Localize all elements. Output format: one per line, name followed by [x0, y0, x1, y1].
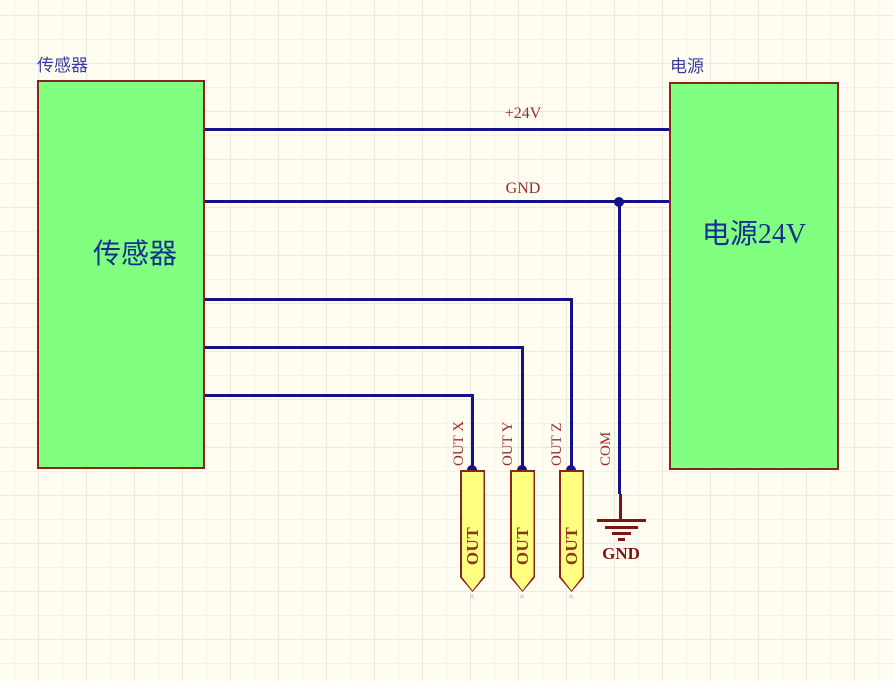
power-block-label: 电源24V: [701, 219, 807, 250]
wire-out-y-vertical[interactable]: [521, 346, 524, 470]
sensor-block-label: 传感器: [92, 239, 177, 270]
wire-out-x-horizontal[interactable]: [205, 394, 474, 397]
ground-bar-1: [597, 519, 646, 522]
wire-out-z-vertical[interactable]: [570, 298, 573, 470]
ground-stem: [619, 494, 622, 520]
port-out-y[interactable]: OUT: [510, 470, 535, 592]
wire-out-y-horizontal[interactable]: [205, 346, 524, 349]
net-label-out-z[interactable]: OUT Z: [549, 422, 565, 466]
power-block[interactable]: [669, 82, 839, 470]
no-erc-cross-icon: ×: [468, 591, 476, 603]
ground-label: GND: [602, 544, 640, 563]
net-label-com[interactable]: COM: [598, 431, 614, 466]
no-erc-cross-icon: ×: [518, 591, 526, 603]
wire-com-vertical[interactable]: [618, 200, 621, 494]
net-label-out-x[interactable]: OUT X: [451, 420, 467, 466]
ground-bar-3: [612, 532, 631, 535]
port-out-z[interactable]: OUT: [559, 470, 584, 592]
wire-out-x-vertical[interactable]: [471, 394, 474, 470]
net-label-gnd[interactable]: GND: [505, 180, 541, 197]
net-label-24v[interactable]: +24V: [504, 105, 542, 122]
port-out-y-shape: [510, 470, 535, 592]
ground-bar-2: [605, 526, 638, 529]
ground-symbol[interactable]: GND: [594, 494, 648, 564]
sensor-block-title: 传感器: [37, 56, 88, 75]
port-out-x-shape: [460, 470, 485, 592]
ground-bar-4: [618, 538, 625, 541]
port-out-x[interactable]: OUT: [460, 470, 485, 592]
wire-out-z-horizontal[interactable]: [205, 298, 573, 301]
sensor-block[interactable]: [37, 80, 205, 469]
junction-dot-gnd: [614, 197, 624, 207]
wire-gnd[interactable]: [205, 200, 669, 203]
port-out-x-label: OUT: [462, 526, 482, 565]
wire-24v[interactable]: [205, 128, 669, 131]
port-out-z-shape: [559, 470, 584, 592]
port-out-z-label: OUT: [561, 526, 581, 565]
port-out-y-label: OUT: [512, 526, 532, 565]
no-erc-cross-icon: ×: [567, 591, 575, 603]
net-label-out-y[interactable]: OUT Y: [500, 421, 516, 466]
power-block-title: 电源: [670, 57, 704, 76]
